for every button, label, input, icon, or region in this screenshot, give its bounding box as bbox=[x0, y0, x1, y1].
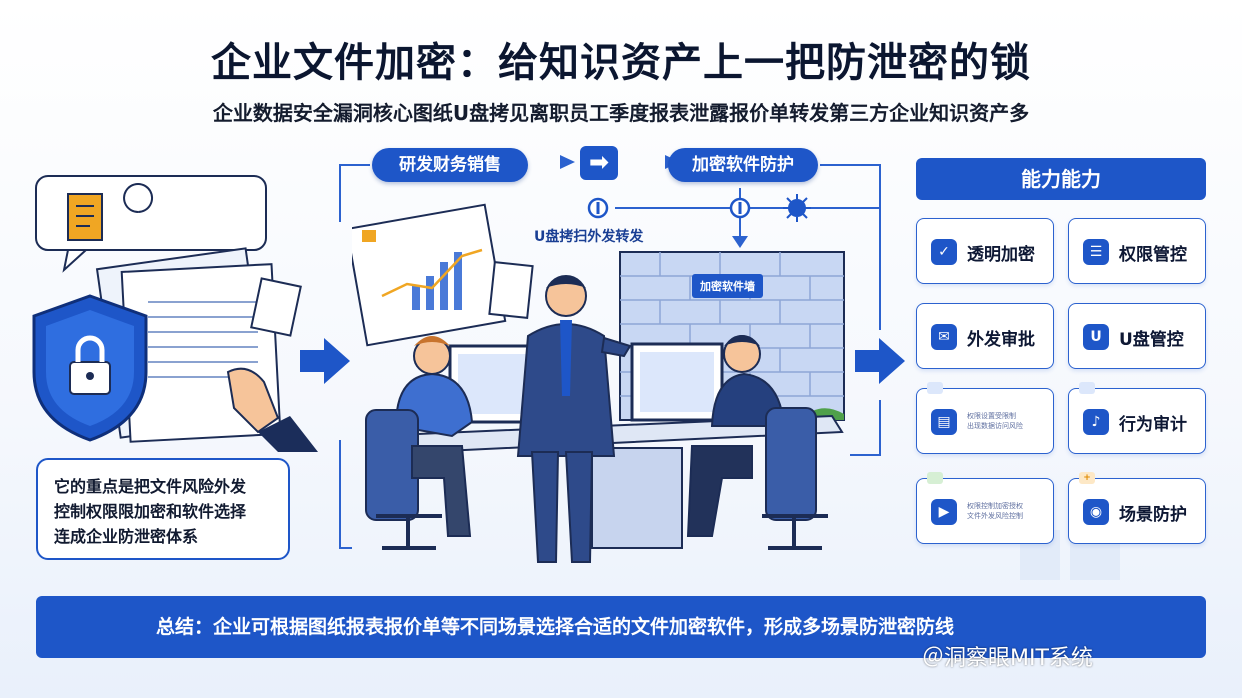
watermark: ＠洞察眼MIT系统 bbox=[922, 646, 1093, 671]
check-shield-icon: ✓ bbox=[931, 239, 957, 265]
doc-icon: ▤ bbox=[931, 409, 957, 435]
capability-card-outbound-approval[interactable]: ✉ 外发审批 bbox=[916, 303, 1054, 369]
capability-card-scenario-protection[interactable]: + ◉ 场景防护 bbox=[1068, 472, 1206, 544]
callout-line: 连成企业防泄密体系 bbox=[54, 527, 199, 546]
card-tag bbox=[927, 472, 943, 484]
capability-card-authorization[interactable]: ▶ 权限控制加密授权 文件外发风险控制 bbox=[916, 472, 1054, 544]
flow-arrow-icon: ➡ bbox=[580, 146, 618, 180]
card-detail: 出现数据访问风险 bbox=[967, 422, 1023, 430]
capability-label: 场景防护 bbox=[1119, 505, 1187, 525]
capability-card-permission-control[interactable]: ☰ 权限管控 bbox=[1068, 218, 1206, 284]
capability-card-usb-control[interactable]: U U盘管控 bbox=[1068, 303, 1206, 369]
capability-card-transparent-encryption[interactable]: ✓ 透明加密 bbox=[916, 218, 1054, 284]
chat-icon: ✉ bbox=[931, 324, 957, 350]
card-detail: 权限设置受限制 bbox=[967, 412, 1016, 420]
page-subtitle: 企业数据安全漏洞核心图纸U盘拷见离职员工季度报表泄露报价单转发第三方企业知识资产… bbox=[212, 101, 1030, 125]
callout-line: 它的重点是把文件风险外发 bbox=[54, 477, 247, 496]
callout-line: 控制权限限加密和软件选择 bbox=[54, 502, 247, 521]
card-detail: 文件外发风险控制 bbox=[967, 512, 1023, 520]
location-icon: ◉ bbox=[1083, 499, 1109, 525]
plus-tag-icon: + bbox=[1079, 472, 1095, 484]
list-icon: ☰ bbox=[1083, 239, 1109, 265]
protection-pill: 加密软件防护 bbox=[668, 148, 818, 182]
capability-label: 透明加密 bbox=[967, 245, 1035, 265]
page-title: 企业文件加密：给知识资产上一把防泄密的锁 bbox=[211, 40, 1031, 86]
document-security-illustration bbox=[32, 175, 318, 452]
departments-pill: 研发财务销售 bbox=[372, 148, 528, 182]
capability-card-behavior-audit[interactable]: ♪ 行为审计 bbox=[1068, 382, 1206, 454]
capabilities-header: 能力能力 bbox=[916, 158, 1206, 200]
card-detail: 权限控制加密授权 bbox=[967, 502, 1023, 510]
usb-icon: U bbox=[1083, 324, 1109, 350]
capability-label: 权限管控 bbox=[1119, 245, 1187, 265]
capability-label: 行为审计 bbox=[1119, 415, 1187, 435]
capability-card-risk-notice[interactable]: ▤ 权限设置受限制 出现数据访问风险 bbox=[916, 382, 1054, 454]
key-point-callout: 它的重点是把文件风险外发 控制权限限加密和软件选择 连成企业防泄密体系 bbox=[36, 458, 290, 560]
play-icon: ▶ bbox=[931, 499, 957, 525]
capability-label: 外发审批 bbox=[967, 330, 1035, 350]
card-tag bbox=[1079, 382, 1095, 394]
right-arrow-icon bbox=[855, 338, 905, 384]
card-tag bbox=[927, 382, 943, 394]
capability-label: U盘管控 bbox=[1119, 330, 1184, 350]
leak-channels-label: U盘拷扫外发转发 bbox=[534, 229, 644, 245]
mic-icon: ♪ bbox=[1083, 409, 1109, 435]
threat-icon bbox=[783, 194, 811, 222]
firewall-label: 加密软件墙 bbox=[692, 274, 763, 298]
right-arrow-icon bbox=[300, 338, 350, 384]
office-team-illustration bbox=[352, 203, 845, 563]
summary-bar: 总结：企业可根据图纸报表报价单等不同场景选择合适的文件加密软件，形成多场景防泄密… bbox=[36, 596, 1206, 658]
